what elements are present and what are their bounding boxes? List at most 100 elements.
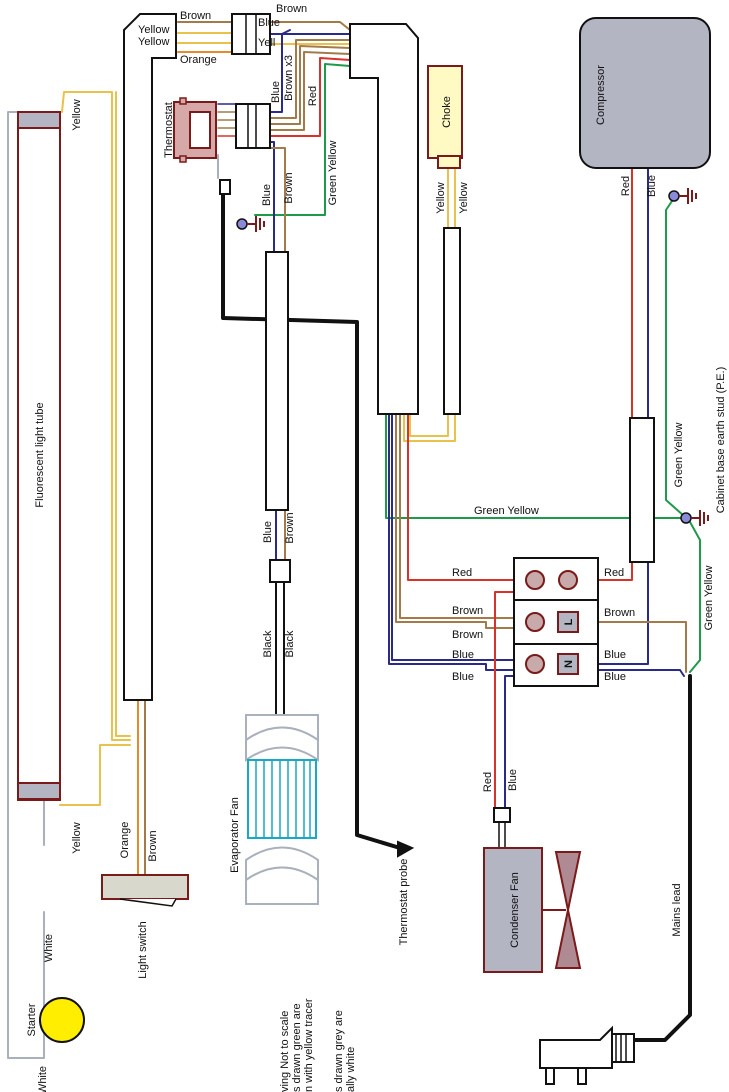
wire-label-comp-red: Red [620, 176, 632, 196]
wire-label-switch-brown: Brown [147, 830, 159, 861]
gy-horizontal-wire [385, 413, 687, 519]
choke-duct [443, 227, 461, 415]
thermostat [173, 97, 231, 195]
wire-label-starter-white: White [43, 934, 55, 962]
tb-brown-left-wire-2 [395, 413, 521, 629]
note-line-1: ving Not to scale [279, 1011, 291, 1092]
note-line-4: s drawn grey are [333, 1010, 345, 1092]
terminal-screw-1 [525, 570, 545, 590]
starter [39, 997, 85, 1043]
terminal-neutral-letter: N [563, 660, 575, 668]
wire-label-gy-earth-vertical: Green Yellow [673, 423, 685, 488]
evaporator-fan-blades [247, 759, 317, 839]
evaporator-fan-duct [265, 251, 289, 511]
wire-label-thermo-brown-x3: Brown x3 [283, 55, 295, 101]
wire-label-tb-blue-right-1: Blue [604, 649, 626, 661]
wire-label-top-orange: Orange [180, 54, 217, 66]
wire-label-top-yellow-2: Yellow [138, 36, 169, 48]
thermostat-probe-bulb [397, 840, 415, 858]
wire-label-tube-yellow-top: Yellow [71, 99, 83, 130]
starter-label: Starter [26, 1003, 38, 1036]
wire-label-choke-yellow-2: Yellow [458, 182, 470, 213]
wire-label-tb-red-right: Red [604, 567, 624, 579]
wire-label-switch-orange: Orange [119, 822, 131, 859]
thermo-brown-x3-wire-1 [269, 39, 351, 119]
mains-lead-label: Mains lead [671, 883, 683, 936]
light-switch [101, 874, 189, 907]
condenser-fan-blade-top [554, 851, 582, 911]
tb-blue-left-wire-1 [391, 413, 521, 661]
comp-red-wire [597, 167, 633, 581]
wire-label-top-brown-left: Brown [180, 10, 211, 22]
earth-node-compressor [668, 188, 697, 204]
wire-label-fan-black-1: Black [262, 630, 274, 657]
choke-yellow-wire-2 [403, 167, 456, 442]
tube-end-cap-top [17, 111, 61, 129]
compressor-duct [629, 417, 655, 563]
wire-label-thermo-brown-2: Brown [283, 172, 295, 203]
tb-brown-left-wire-1 [399, 413, 521, 619]
mains-lead-cable [633, 674, 692, 1042]
wire-label-gy-mains: Green Yellow [703, 566, 715, 631]
wire-label-comp-blue: Blue [646, 175, 658, 197]
wire-label-choke-yellow-1: Yellow [435, 182, 447, 213]
light-switch-label: Light switch [137, 921, 149, 978]
right-cable-duct [349, 23, 419, 415]
evaporator-fan-connector [269, 559, 291, 583]
note-line-3: n with yellow tracer [303, 998, 315, 1092]
terminal-screw-2 [558, 570, 578, 590]
fluorescent-tube-label: Fluorescent light tube [34, 402, 46, 507]
thermo-blue-wire [269, 29, 291, 113]
tb-blue-left-wire-2 [388, 413, 521, 671]
wire-label-top-brown-right: Brown [276, 3, 307, 15]
thermostat-probe-line [221, 188, 402, 850]
wire-label-cond-red: Red [482, 772, 494, 792]
earth-node-base [680, 510, 709, 526]
thermostat-connector [235, 103, 271, 149]
cond-red-wire [494, 591, 521, 809]
wire-label-top-yellow-1: Yellow [138, 24, 169, 36]
condenser-fan-connector [493, 807, 511, 823]
note-line-2: s drawn green are [291, 1003, 303, 1092]
wire-label-cond-blue: Blue [507, 769, 519, 791]
tb-red-left-wire [407, 413, 521, 581]
choke-label: Choke [441, 96, 453, 128]
wire-label-gy-horizontal: Green Yellow [474, 505, 539, 517]
gy-earth-vertical-wire [665, 197, 685, 517]
condenser-fan [483, 847, 582, 973]
wire-label-fan-black-2: Black [284, 630, 296, 657]
wire-label-starter-white-outer: White [37, 1066, 49, 1092]
wire-label-thermo-blue: Blue [270, 81, 282, 103]
wire-label-tb-red-left: Red [452, 567, 472, 579]
note-line-5: ally white [345, 1047, 357, 1092]
thermo-red-wire [269, 57, 351, 137]
tb-blue-right-wire [597, 669, 685, 677]
tube-end-cap-bottom [17, 782, 61, 800]
choke [427, 65, 463, 169]
wire-label-top-yell: Yell [258, 37, 275, 49]
evaporator-fan-label: Evaporator Fan [229, 797, 241, 873]
thermo-brown-x3-wire-3 [269, 51, 351, 131]
wire-label-tb-blue-left-1: Blue [452, 649, 474, 661]
wire-label-tb-blue-left-2: Blue [452, 671, 474, 683]
mains-plug [539, 1025, 635, 1085]
thermostat-label: Thermostat [163, 102, 175, 158]
wire-label-thermo-red: Red [307, 86, 319, 106]
condenser-fan-blade-bottom [554, 909, 582, 969]
choke-yellow-wire-1 [409, 167, 449, 437]
wire-label-fan-blue: Blue [262, 521, 274, 543]
wire-label-tb-blue-right-2: Blue [604, 671, 626, 683]
terminal-block [513, 557, 599, 687]
tube-yellow-top-wire [61, 91, 131, 741]
condenser-fan-label: Condenser Fan [509, 872, 521, 948]
wire-label-tb-brown-left-1: Brown [452, 605, 483, 617]
thermo-brown-x3-wire-2 [269, 45, 351, 125]
wire-label-thermo-blue-2: Blue [261, 184, 273, 206]
thermo-green-yellow-wire [254, 63, 351, 216]
comp-blue-wire [597, 167, 649, 665]
gy-mains-wire [689, 521, 701, 673]
evaporator-fan [245, 714, 319, 905]
earth-node-thermostat [236, 216, 265, 232]
compressor [579, 17, 711, 169]
